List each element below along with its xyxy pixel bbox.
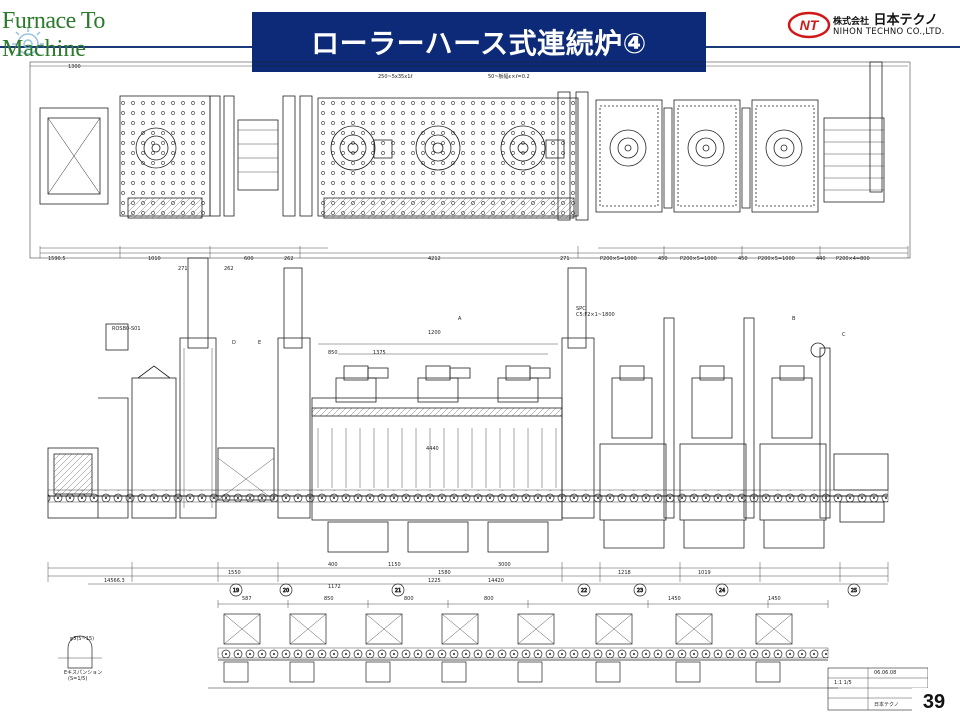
- svg-text:06.06.08: 06.06.08: [874, 670, 896, 676]
- svg-text:25: 25: [851, 588, 857, 594]
- furnace-engineering-drawing: 1300 4212 1590.5 1010 271 262 600 262 27…: [29, 61, 928, 711]
- svg-text:NT: NT: [800, 17, 820, 33]
- svg-text:262: 262: [224, 266, 234, 272]
- svg-text:24: 24: [719, 588, 725, 594]
- svg-text:400: 400: [328, 562, 338, 568]
- svg-text:E: E: [258, 340, 261, 346]
- svg-text:21: 21: [395, 588, 401, 594]
- svg-text:φ5(5~15): φ5(5~15): [70, 636, 94, 642]
- company-name-jp: 株式会社 日本テクノ: [833, 13, 938, 28]
- svg-text:C5:F2×1~1800: C5:F2×1~1800: [576, 312, 615, 318]
- svg-text:SPC: SPC: [576, 306, 586, 312]
- company-logo: NT 株式会社 日本テクノ NIHON TECHNO CO.,LTD.: [787, 8, 957, 42]
- section-labels: ROSB0-S01 SPC C5:F2×1~1800 1200 1375 850…: [104, 306, 846, 590]
- svg-text:1590.5: 1590.5: [48, 256, 66, 262]
- svg-text:1450: 1450: [668, 596, 681, 602]
- svg-text:P200×4=800: P200×4=800: [836, 256, 870, 262]
- svg-text:22: 22: [581, 588, 587, 594]
- detail-view: [58, 600, 928, 711]
- svg-text:850: 850: [324, 596, 334, 602]
- svg-text:1225: 1225: [428, 578, 441, 584]
- svg-text:1:1 1/5: 1:1 1/5: [834, 680, 852, 686]
- svg-text:3000: 3000: [498, 562, 511, 568]
- svg-text:1010: 1010: [148, 256, 161, 262]
- svg-text:587: 587: [242, 596, 252, 602]
- svg-text:1172: 1172: [328, 584, 341, 590]
- svg-text:14420: 14420: [488, 578, 504, 584]
- svg-text:850: 850: [328, 350, 338, 356]
- svg-text:450: 450: [738, 256, 748, 262]
- svg-text:A: A: [458, 316, 462, 322]
- company-name-en: NIHON TECHNO CO.,LTD.: [833, 27, 945, 37]
- svg-text:4440: 4440: [426, 446, 439, 452]
- svg-text:1019: 1019: [698, 570, 711, 576]
- svg-text:271: 271: [560, 256, 570, 262]
- page-number: 39: [912, 688, 956, 716]
- svg-text:262: 262: [284, 256, 294, 262]
- section-view: [47, 257, 889, 585]
- svg-text:Eキスパンション: Eキスパンション: [64, 670, 102, 676]
- logo-line1: Furnace To: [2, 8, 105, 34]
- svg-text:日本テクノ: 日本テクノ: [874, 701, 899, 708]
- svg-text:ROSB0-S01: ROSB0-S01: [112, 326, 141, 332]
- svg-text:250~5x35x1ℓ: 250~5x35x1ℓ: [378, 74, 412, 80]
- svg-text:P200×5=1000: P200×5=1000: [600, 256, 637, 262]
- detail-labels: 587 850 800 800 1450 1450 φ5(5~15) Eキスパン…: [64, 596, 899, 708]
- svg-text:800: 800: [404, 596, 414, 602]
- plan-view: [29, 61, 911, 259]
- svg-text:P200×5=1000: P200×5=1000: [758, 256, 795, 262]
- svg-text:440: 440: [816, 256, 826, 262]
- svg-text:P200×5=1000: P200×5=1000: [680, 256, 717, 262]
- nt-brand-icon: NT: [787, 11, 831, 39]
- gear-icon: [12, 28, 44, 56]
- svg-text:B: B: [792, 316, 796, 322]
- svg-text:1550: 1550: [228, 570, 241, 576]
- svg-text:23: 23: [637, 588, 643, 594]
- svg-text:1200: 1200: [428, 330, 441, 336]
- svg-text:600: 600: [244, 256, 254, 262]
- svg-text:1150: 1150: [388, 562, 401, 568]
- svg-text:(S=1/5): (S=1/5): [68, 676, 87, 682]
- furnace-to-machine-logo: Furnace To Machine: [0, 4, 150, 56]
- svg-text:20: 20: [283, 588, 289, 594]
- svg-text:1300: 1300: [68, 64, 81, 70]
- svg-text:450: 450: [658, 256, 668, 262]
- svg-text:271: 271: [178, 266, 188, 272]
- svg-text:4212: 4212: [428, 256, 441, 262]
- svg-text:1375: 1375: [373, 350, 386, 356]
- svg-text:1450: 1450: [768, 596, 781, 602]
- svg-text:19: 19: [233, 588, 239, 594]
- section-bubbles: 19 20 21 22 23 24 25: [229, 583, 861, 597]
- svg-text:1218: 1218: [618, 570, 631, 576]
- svg-text:C: C: [842, 332, 846, 338]
- svg-text:1580: 1580: [438, 570, 451, 576]
- svg-text:800: 800: [484, 596, 494, 602]
- plan-dimension-labels: 1300 4212 1590.5 1010 271 262 600 262 27…: [48, 64, 870, 272]
- svg-text:14566.3: 14566.3: [104, 578, 125, 584]
- svg-text:D: D: [232, 340, 236, 346]
- logo-line2: Machine: [2, 36, 86, 56]
- svg-text:50~板幅ε×ℓ=0.2: 50~板幅ε×ℓ=0.2: [488, 73, 530, 80]
